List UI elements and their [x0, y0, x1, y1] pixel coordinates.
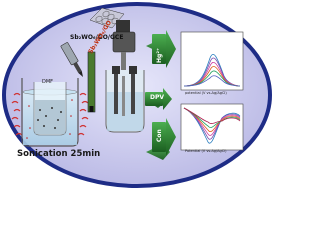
electrochemical-cell-icon [105, 20, 145, 133]
voltammogram-plot-icon [180, 103, 244, 151]
dropper-icon [60, 42, 83, 78]
sonication-waves [11, 92, 89, 136]
graphical-abstract [2, 2, 272, 188]
top-plot-x-axis-label: potential (V vs.Ag/AgCl) [185, 91, 227, 95]
solvent-label: DMF [42, 79, 54, 85]
hg-arrow-label: Hg²⁺ [156, 47, 163, 63]
graphene-sheet-icon [89, 7, 125, 29]
voltammogram-plot-icon [180, 31, 244, 91]
electrode-label: Sb₂WO₆/GO/GCE [70, 34, 124, 41]
sonication-label: Sonication 25min [17, 149, 101, 159]
bottom-plot-x-axis-label: Potential (V vs.Ag/AgCl) [185, 149, 227, 153]
glassy-carbon-electrode-icon [87, 51, 96, 113]
con-arrow-label: Con [156, 129, 163, 142]
dpv-arrow-label: DPV [150, 94, 165, 101]
beaker-icon [21, 78, 79, 147]
